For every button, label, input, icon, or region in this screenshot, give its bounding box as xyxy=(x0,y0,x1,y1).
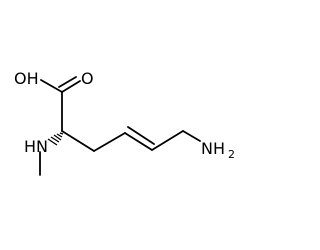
bond-alpha-ch2 xyxy=(61,130,95,152)
bond-vinyl-double-a xyxy=(124,132,153,151)
terminal-amine-label: NH xyxy=(201,139,225,158)
bond-c-o-double-a xyxy=(61,80,81,93)
bond-vinyl-double-b xyxy=(127,126,155,145)
hydroxyl-label: OH xyxy=(14,69,39,88)
bond-c-o-double-b xyxy=(58,76,77,88)
bond-ch2-nh2 xyxy=(182,130,201,142)
bond-c-oh xyxy=(40,79,63,93)
carbonyl-oxygen-label: O xyxy=(81,69,94,88)
structure-diagram: OH O HN NH 2 xyxy=(14,69,235,176)
terminal-amine-subscript: 2 xyxy=(228,148,235,161)
stereo-hash-wedge xyxy=(47,132,64,146)
molecule-canvas: OH O HN NH 2 xyxy=(14,69,235,176)
bond-ch2-vinyl xyxy=(93,132,126,152)
bond-vinyl-ch2 xyxy=(151,130,184,151)
bond-layer xyxy=(39,76,201,176)
methylamino-label: HN xyxy=(24,137,48,156)
